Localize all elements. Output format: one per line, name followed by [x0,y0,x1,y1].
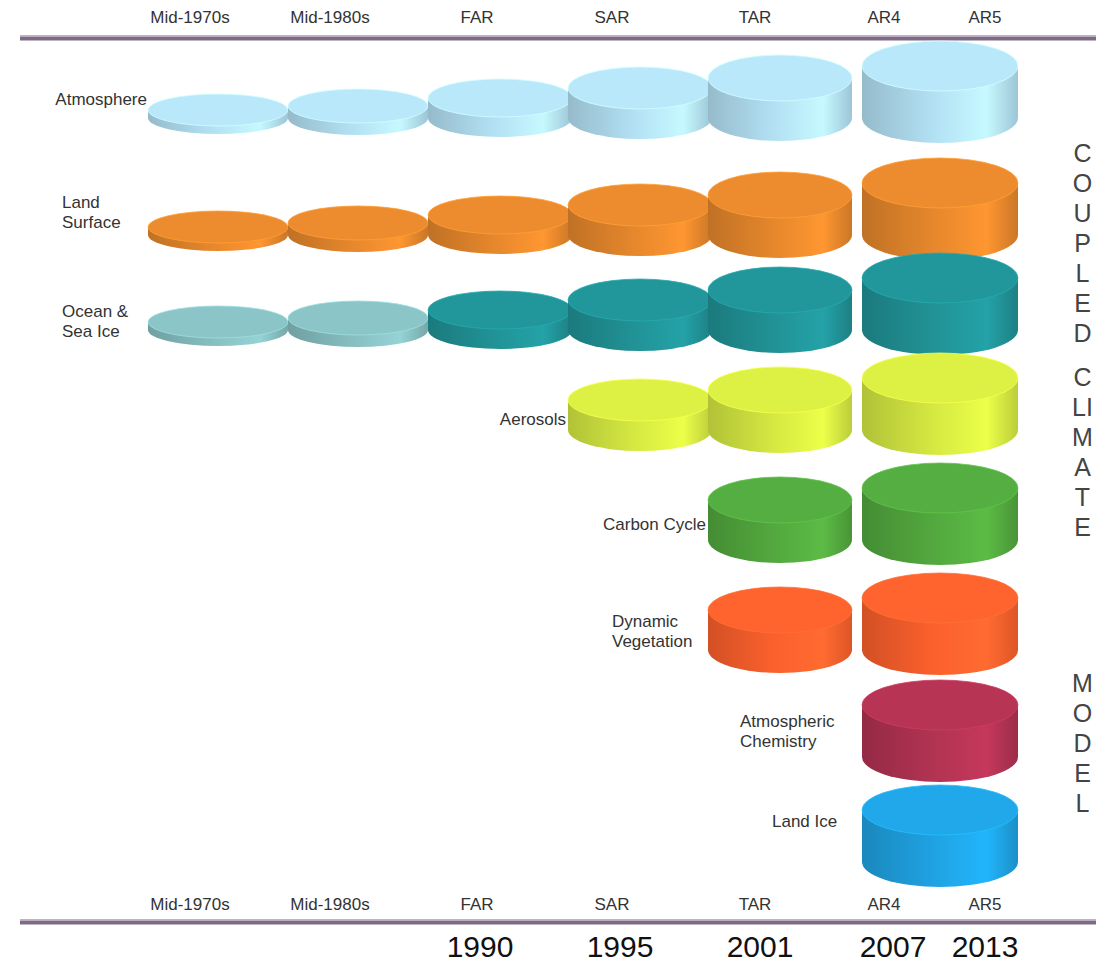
cylinder-top [288,301,428,335]
cylinder-top [862,41,1018,91]
component-label: Atmospheric Chemistry [740,712,855,752]
component-cylinder [568,184,712,256]
component-label: Ocean & Sea Ice [62,302,147,342]
component-cylinder [862,463,1018,565]
cylinder-top [148,211,288,243]
period-label: AR5 [968,8,1001,28]
component-cylinder [148,94,288,134]
cylinder-top [708,267,852,313]
cylinder-top [148,94,288,126]
component-cylinder [148,211,288,251]
component-label: Carbon Cycle [603,515,706,535]
period-label: TAR [739,895,772,915]
cylinder-top [568,67,712,109]
component-cylinder [428,196,572,254]
cylinder-top [862,785,1018,835]
period-label: Mid-1980s [290,895,369,915]
cylinder-top [708,367,852,413]
year-label: 2001 [727,930,794,964]
cylinder-top [428,291,572,329]
cylinder-top [568,379,712,421]
cylinder-top [708,477,852,523]
cylinder-top [862,253,1018,303]
cylinder-top [708,55,852,101]
period-label: FAR [460,895,493,915]
vertical-title: COUPLED [1070,138,1095,348]
component-cylinder [568,279,712,351]
component-cylinder [862,573,1018,675]
cylinder-top [708,587,852,633]
axis-bar [20,36,1096,41]
year-label: 2007 [860,930,927,964]
component-cylinder [288,301,428,347]
cylinder-top [288,206,428,240]
period-label: Mid-1970s [150,8,229,28]
component-cylinder [862,680,1018,782]
component-cylinder [708,477,852,563]
period-label: AR5 [968,895,1001,915]
cylinder-top [862,680,1018,730]
component-label: Land Surface [62,193,142,233]
cylinder-top [568,184,712,226]
period-label: Mid-1980s [290,8,369,28]
period-label: TAR [739,8,772,28]
period-label: AR4 [867,8,900,28]
component-cylinder [862,158,1018,260]
component-cylinder [428,79,572,137]
year-label: 2013 [952,930,1019,964]
cylinder-top [568,279,712,321]
axis-bar-highlight [20,920,1096,921]
cylinder-top [288,89,428,123]
component-cylinder [708,367,852,453]
component-cylinder [708,172,852,258]
component-cylinder [708,55,852,141]
period-label: FAR [460,8,493,28]
cylinder-top [862,573,1018,623]
component-label: Dynamic Vegetation [612,612,712,652]
period-label: SAR [595,895,630,915]
component-cylinder [708,267,852,353]
component-cylinder [288,89,428,135]
component-cylinder [428,291,572,349]
cylinder-top [428,196,572,234]
cylinder-top [428,79,572,117]
year-label: 1995 [587,930,654,964]
component-label: Atmosphere [55,90,147,110]
component-cylinder [862,785,1018,887]
vertical-title: MODEL [1070,668,1095,818]
component-label: Land Ice [772,812,837,832]
component-cylinder [862,253,1018,355]
cylinder-top [862,158,1018,208]
cylinder-top [148,306,288,338]
component-label: Aerosols [500,410,566,430]
cylinder-top [708,172,852,218]
axis-bar-highlight [20,36,1096,37]
year-label: 1990 [447,930,514,964]
component-cylinder [288,206,428,252]
component-cylinder [148,306,288,346]
period-label: Mid-1970s [150,895,229,915]
component-cylinder [708,587,852,673]
vertical-title: CLIMATE [1070,362,1095,542]
period-label: AR4 [867,895,900,915]
cylinder-top [862,353,1018,403]
axis-bar [20,920,1096,925]
component-cylinder [862,41,1018,143]
component-cylinder [862,353,1018,455]
component-cylinder [568,67,712,139]
period-label: SAR [595,8,630,28]
component-cylinder [568,379,712,451]
cylinder-top [862,463,1018,513]
